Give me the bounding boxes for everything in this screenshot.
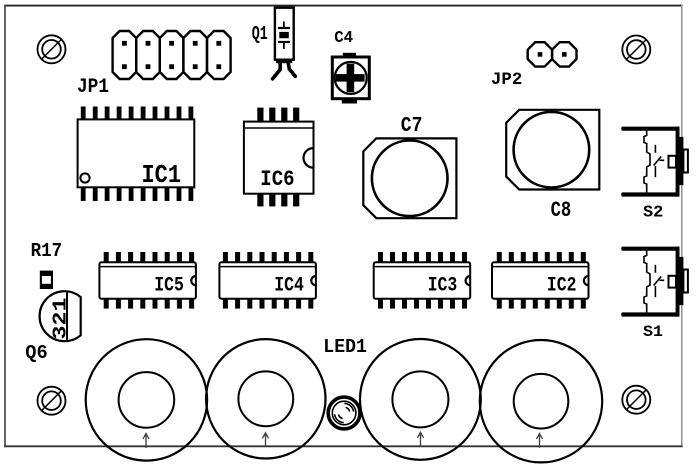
svg-text:LED1: LED1 <box>323 336 367 358</box>
svg-text:IC6: IC6 <box>260 167 294 192</box>
svg-text:321: 321 <box>50 298 72 340</box>
svg-text:IC1: IC1 <box>142 161 182 190</box>
svg-text:JP2: JP2 <box>491 71 522 90</box>
svg-text:IC5: IC5 <box>154 274 184 297</box>
svg-text:S1: S1 <box>643 323 663 341</box>
svg-text:S2: S2 <box>643 202 663 221</box>
svg-text:IC3: IC3 <box>428 274 458 297</box>
svg-text:IC4: IC4 <box>274 274 304 297</box>
svg-text:R17: R17 <box>31 240 63 262</box>
svg-text:JP1: JP1 <box>77 76 109 99</box>
svg-text:C8: C8 <box>551 198 572 223</box>
svg-text:C7: C7 <box>401 114 423 138</box>
svg-text:Q6: Q6 <box>25 342 47 364</box>
svg-text:IC2: IC2 <box>547 274 577 297</box>
svg-text:Q1: Q1 <box>252 23 268 45</box>
svg-text:C4: C4 <box>334 28 353 47</box>
